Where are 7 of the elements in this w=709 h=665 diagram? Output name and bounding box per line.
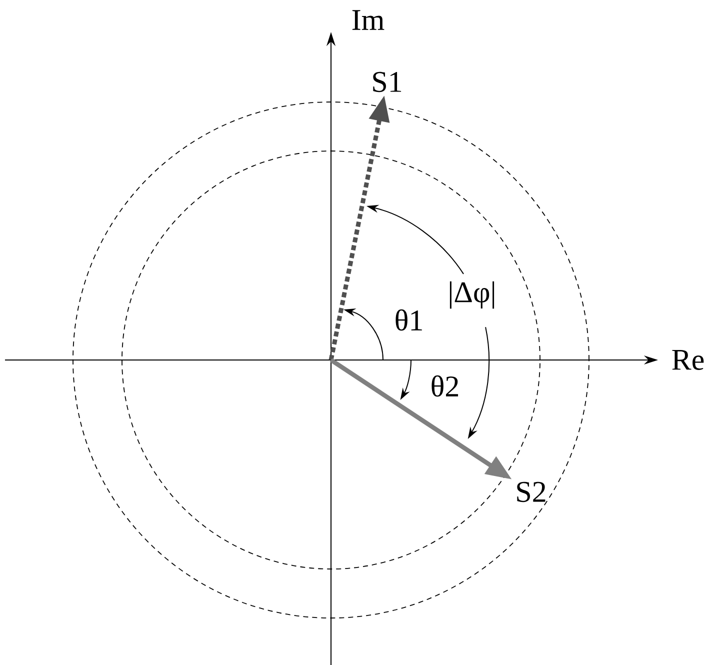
angle-label: |Δφ| — [450, 281, 494, 309]
angle-label: θ1 — [396, 309, 422, 331]
axis-label: Im — [352, 10, 384, 30]
vector-label: S2 — [517, 482, 546, 502]
axis-label: Re — [672, 350, 704, 370]
angle-label: θ2 — [432, 375, 458, 397]
vector-label: S1 — [373, 72, 402, 92]
